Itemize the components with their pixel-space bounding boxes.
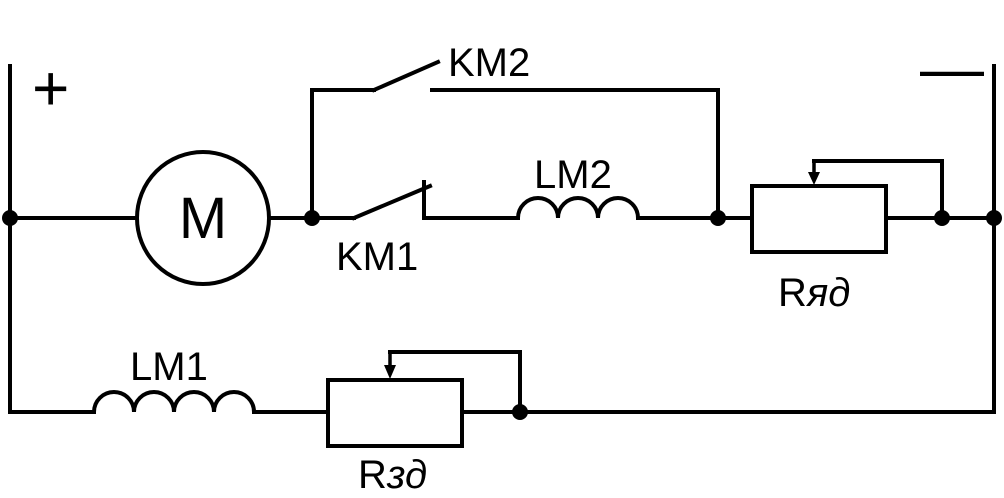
plus-sign: + [32, 52, 69, 124]
r-z-wiper-arrow [384, 365, 396, 379]
r-z-label: Rзд [358, 453, 427, 497]
node-km2-left [304, 210, 320, 226]
r-z-resistor [326, 378, 464, 448]
lm2-label: LM2 [534, 153, 612, 197]
r-ya-wiper-arrow [808, 172, 820, 185]
node-ryad-wiper [934, 210, 950, 226]
km2-label: KM2 [448, 41, 530, 85]
node-km2-right [710, 210, 726, 226]
node-left-bus [2, 210, 18, 226]
lm1-label: LM1 [130, 345, 208, 389]
node-rzd-wiper [512, 404, 528, 420]
motor: M [135, 150, 271, 286]
km1-switch [351, 180, 433, 221]
minus-sign: — [920, 32, 984, 104]
lm2-coil [515, 196, 641, 221]
node-right-bus [986, 210, 1002, 226]
km2-switch-blade [371, 59, 441, 93]
km1-label: KM1 [336, 235, 418, 279]
lm1-coil [91, 390, 257, 415]
r-ya-resistor [750, 184, 888, 254]
motor-label: M [179, 186, 227, 251]
r-ya-label: Rяд [778, 271, 850, 315]
